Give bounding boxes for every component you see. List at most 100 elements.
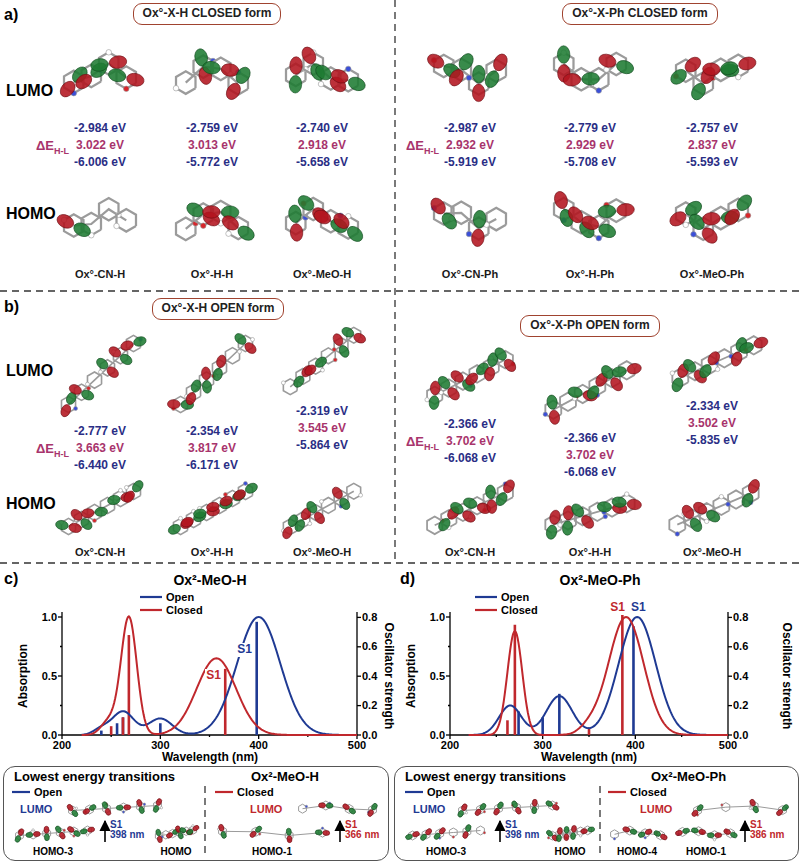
axis-line xyxy=(446,675,450,676)
atom xyxy=(579,835,581,837)
orbital-picture xyxy=(167,331,258,412)
orbital-lobe xyxy=(494,491,509,508)
orbital-lobe xyxy=(491,52,510,73)
atom xyxy=(251,337,255,341)
oscillator-bar xyxy=(128,635,131,735)
orbital-picture xyxy=(545,825,595,842)
orbital-lobe xyxy=(548,509,561,525)
delta-e-subscript: H-L xyxy=(424,146,439,156)
orbital-lobe xyxy=(598,204,616,218)
orbital-energy: -2.777 eV xyxy=(74,425,126,439)
atom xyxy=(691,232,697,238)
orbital-lobe xyxy=(287,835,293,842)
absorption-curve xyxy=(82,617,357,735)
box-title: Ox°-X-H CLOSED form xyxy=(143,7,272,21)
legend-text: Open xyxy=(34,786,62,799)
orbital-lobe xyxy=(133,335,148,347)
gap-value: 2.932 eV xyxy=(446,139,494,153)
atom xyxy=(106,50,112,56)
form-title-box: Ox°-X-Ph CLOSED form xyxy=(562,3,717,25)
orbital-lobe xyxy=(670,376,685,393)
bond xyxy=(683,831,731,835)
panel-letter: b) xyxy=(4,298,19,316)
orbital-lobe xyxy=(653,830,662,838)
orbital-lobe xyxy=(125,72,145,88)
orbital-lobe xyxy=(120,339,135,351)
orbital-lobe xyxy=(473,210,487,229)
orbital-lobe xyxy=(580,828,588,834)
orbital-lobe xyxy=(570,832,576,839)
orbital-lobe xyxy=(340,326,355,339)
orbital-lobe xyxy=(346,75,367,94)
tick-label: 0.4 xyxy=(362,670,377,683)
orbital-row-label: HOMO xyxy=(6,205,56,223)
orbital-lobe xyxy=(157,836,163,843)
absorption-curve xyxy=(469,617,728,735)
orbital-lobe xyxy=(116,805,123,810)
tick-label: 0.5 xyxy=(42,670,57,683)
orbital-lobe xyxy=(483,69,502,90)
box-title: Lowest energy transitions xyxy=(14,770,175,785)
orbital-lobe xyxy=(186,829,194,835)
orbital-energy: -6.068 eV xyxy=(564,466,616,480)
orbital-picture xyxy=(670,335,769,393)
axis-line xyxy=(449,735,450,739)
orbital-lobe xyxy=(66,825,75,833)
tick-label: 300 xyxy=(151,739,169,752)
gap-value: 2.837 eV xyxy=(688,139,736,153)
orbital-picture xyxy=(176,200,257,243)
orbital-lobe xyxy=(479,802,487,811)
orbital-picture xyxy=(57,50,145,100)
atom xyxy=(547,837,549,839)
atom xyxy=(321,827,323,829)
orbital-lobe xyxy=(781,804,790,812)
orbital-picture xyxy=(155,824,200,843)
legend-text: Open xyxy=(166,591,194,604)
transition-label: S1 xyxy=(345,819,357,831)
orbital-energy: -5.772 eV xyxy=(186,156,238,170)
oscillator-bar xyxy=(122,717,125,735)
orbital-lobe xyxy=(290,223,304,242)
atom xyxy=(124,485,128,489)
transition-arrow xyxy=(499,821,501,842)
orbital-lobe xyxy=(130,479,145,494)
atom xyxy=(719,494,723,498)
orbital-lobe xyxy=(54,825,62,834)
orbital-energy: -5.864 eV xyxy=(296,439,348,453)
axis-line xyxy=(209,735,210,737)
orbital-picture xyxy=(543,361,642,425)
orbital-lobe xyxy=(233,331,248,346)
atom xyxy=(259,833,261,835)
orbital-lobe xyxy=(81,508,95,518)
axis-line xyxy=(728,676,732,677)
orbital-lobe xyxy=(511,800,519,809)
divider-line xyxy=(599,786,600,856)
axis-line xyxy=(357,676,361,677)
orbital-lobe xyxy=(752,335,769,349)
orbital-energy: -6.171 eV xyxy=(186,459,238,473)
tick-label: 0.4 xyxy=(733,670,748,683)
orbital-lobe xyxy=(462,496,478,510)
legend-line xyxy=(608,791,626,793)
orbital-energy: -2.779 eV xyxy=(564,122,616,136)
compound-name: Ox°-H-H xyxy=(569,546,611,559)
atom xyxy=(87,386,91,390)
tick-label: 0.0 xyxy=(733,729,748,742)
axis-line xyxy=(356,612,357,735)
orbital-lobe xyxy=(702,212,720,226)
atom xyxy=(226,231,232,237)
atom xyxy=(613,838,615,840)
chart-title: Ox²-MeO-H xyxy=(173,572,246,588)
orbital-lobe xyxy=(738,341,755,355)
orbital-picture xyxy=(611,826,668,841)
transition-arrow xyxy=(744,821,746,842)
orbital-lobe xyxy=(167,523,182,537)
box-title: Ox°-X-Ph CLOSED form xyxy=(572,7,707,21)
orbital-lobe xyxy=(124,805,131,810)
orbital-lobe xyxy=(486,499,497,514)
transition-label: S1 xyxy=(505,819,517,831)
orbital-lobe xyxy=(66,803,74,812)
orbital-label: HOMO xyxy=(160,846,191,858)
atom xyxy=(93,519,97,523)
tick-label: 200 xyxy=(53,739,71,752)
